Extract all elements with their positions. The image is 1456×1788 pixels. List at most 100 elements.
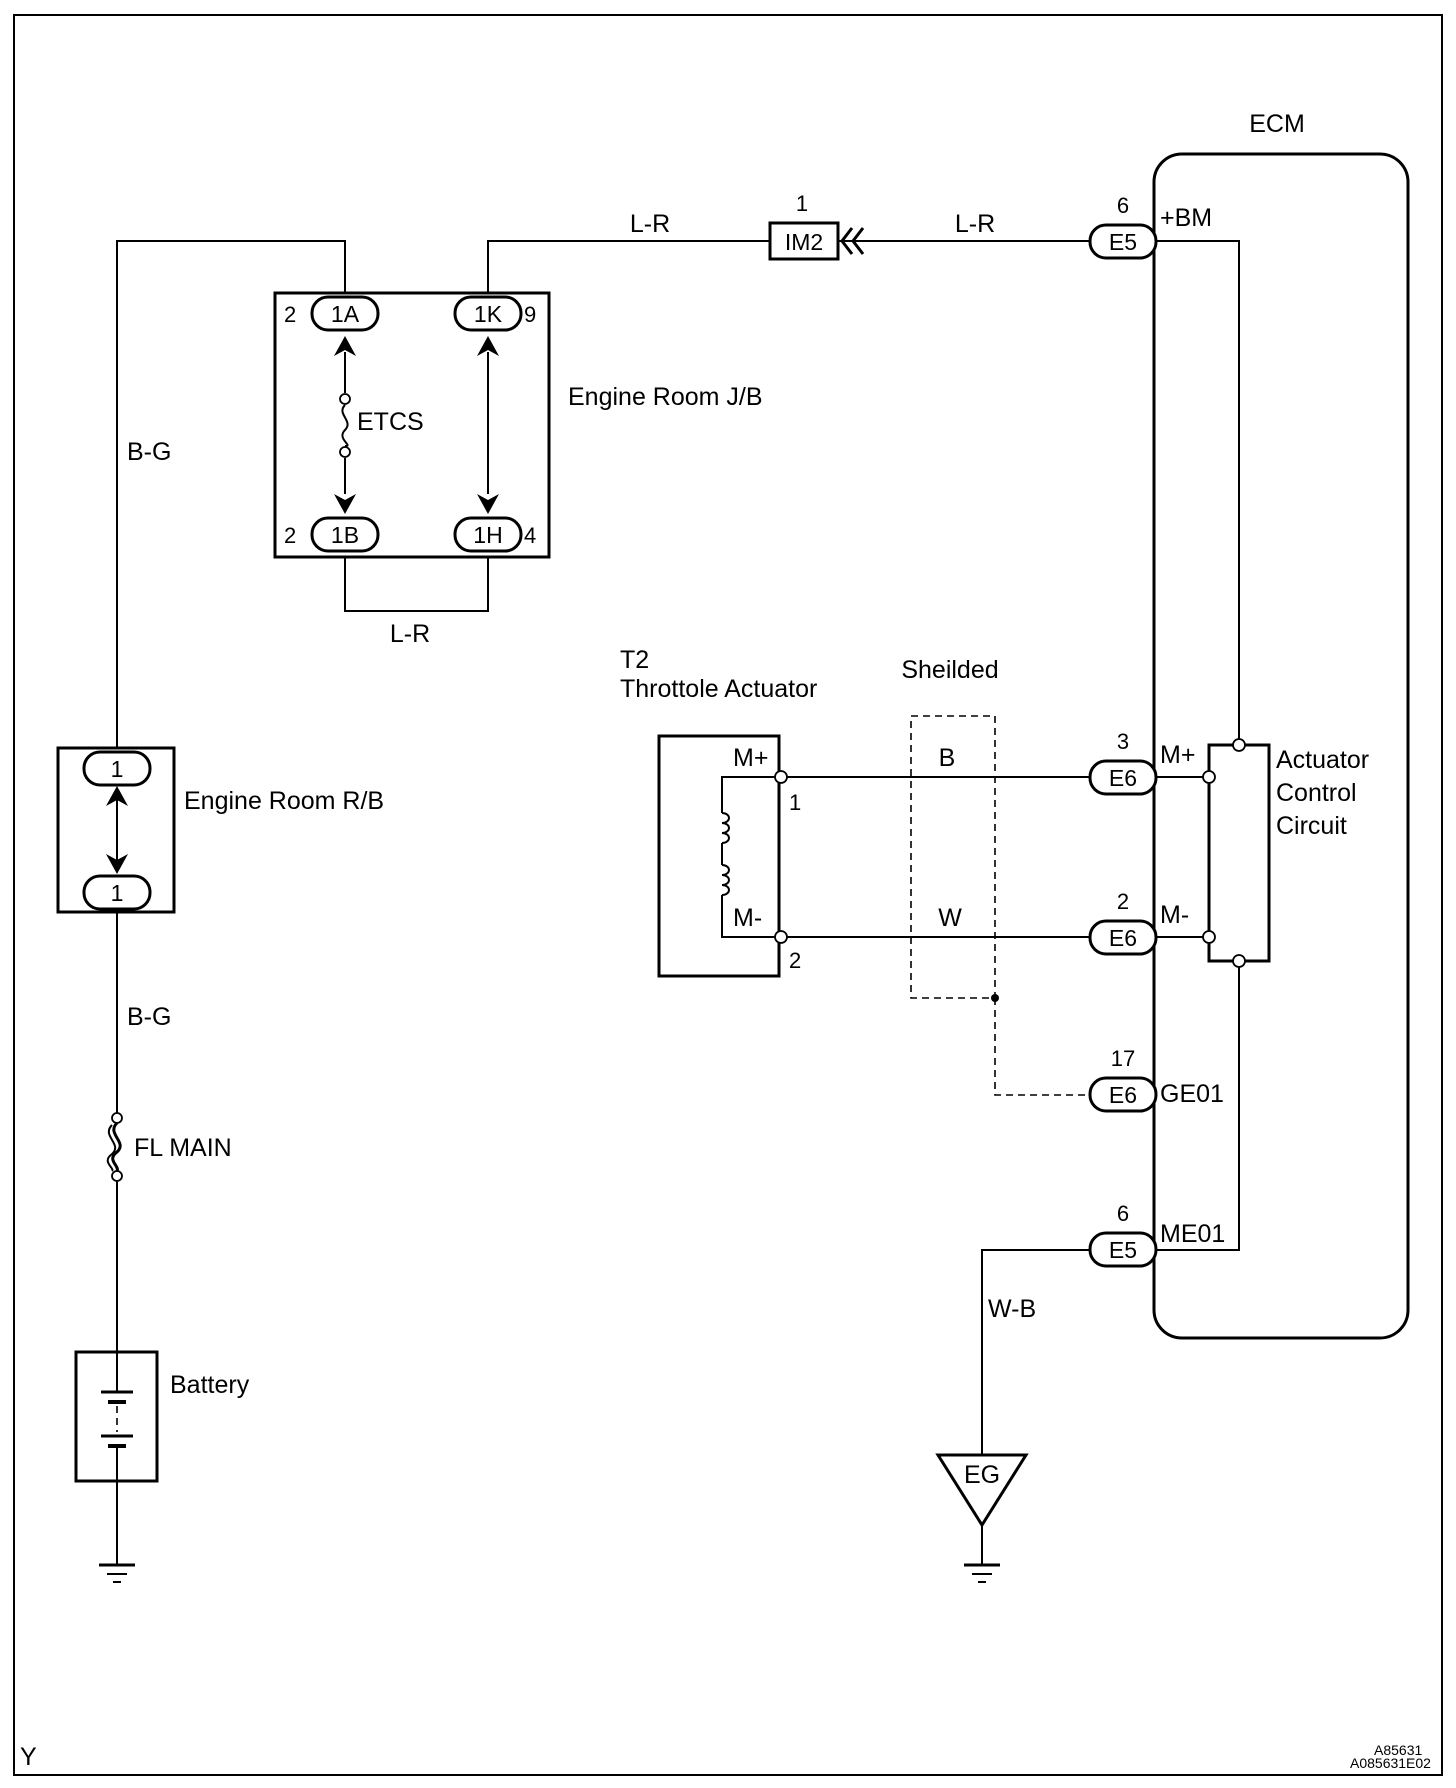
im2-connector: IM2 1 [768, 191, 865, 261]
arrow-1a-icon [334, 336, 356, 356]
acc-terminal-mminus [1202, 930, 1216, 944]
rb-connector-top-pin: 1 [111, 756, 124, 782]
actuator-m-minus: M- [733, 904, 762, 932]
connector-e5-me01-pin: 6 [1117, 1201, 1129, 1226]
fuse-etcs-terminal-bottom [339, 446, 351, 458]
fl-main-fuse-icon [111, 1121, 122, 1172]
wire-bg-top-label: B-G [127, 438, 171, 466]
connector-e6-mminus [1088, 919, 1158, 956]
actuator-control-circuit-box [1207, 743, 1271, 963]
connector-e6-mminus-name: E6 [1109, 925, 1137, 951]
figure-id-2: A085631E02 [1350, 1755, 1431, 1771]
ecm-plus-bm: +BM [1160, 204, 1212, 232]
fl-main-label: FL MAIN [134, 1134, 232, 1162]
actuator-code: T2 [620, 646, 649, 674]
connector-e5-me01-name: E5 [1109, 1237, 1137, 1263]
actuator-circuit-line2: Control [1276, 779, 1357, 807]
connector-1b-pin: 2 [284, 523, 296, 548]
connector-1h-name: 1H [473, 522, 502, 548]
rb-arrow-down-icon [106, 854, 128, 874]
wire-wb [981, 1249, 1090, 1455]
diagram-frame [13, 14, 1443, 1776]
rb-connector-bottom [82, 874, 152, 911]
connector-1a [310, 295, 380, 332]
connector-1h-pin: 4 [524, 523, 536, 548]
coil-upper-icon [721, 812, 730, 844]
ecm: ECM +BM M+ M- GE01 ME01 Actuator Control… [1152, 110, 1410, 1340]
arrow-1h-icon [477, 494, 499, 514]
wire-bg-top [116, 240, 346, 748]
wire-lr-bottom-label: L-R [390, 620, 430, 648]
im2-pin: 1 [796, 191, 808, 216]
connector-1k-pin: 9 [524, 302, 536, 327]
connector-e5-top-pin: 6 [1117, 193, 1129, 218]
rb-connector-bottom-pin: 1 [111, 880, 124, 906]
wire-w-label: W [938, 904, 962, 932]
eg-triangle [935, 1453, 1029, 1528]
fuse-etcs-label: ETCS [357, 408, 424, 436]
connector-1k-name: 1K [474, 301, 503, 327]
wire-lr-left [487, 240, 770, 313]
connector-1h [453, 516, 523, 553]
ground-point-eg: EG [935, 1453, 1029, 1528]
connector-e6-ge01 [1088, 1076, 1158, 1113]
wire-lr-bottom [344, 550, 489, 612]
shielded-label: Sheilded [901, 656, 998, 684]
fuse-etcs-icon [341, 404, 349, 447]
connector-1b-name: 1B [331, 522, 359, 548]
wire-lr-right-label: L-R [955, 210, 995, 238]
jb-label: Engine Room J/B [568, 383, 763, 411]
coil-lead-bottom [721, 895, 779, 938]
engine-room-rb: Engine Room R/B 1 1 [56, 746, 384, 914]
im2-chevron-icon [840, 227, 865, 255]
ecm-m-minus: M- [1160, 901, 1189, 929]
shield: Sheilded [901, 656, 1090, 1096]
ground-left-icon [99, 1563, 135, 1583]
actuator-box [657, 734, 781, 978]
eg-label: EG [964, 1461, 1000, 1489]
connector-e6-mplus [1088, 759, 1158, 796]
rb-label: Engine Room R/B [184, 787, 384, 815]
fl-main-terminal-bottom [111, 1170, 123, 1182]
actuator-m-plus: M+ [733, 744, 768, 772]
actuator-circuit-line1: Actuator [1276, 746, 1369, 774]
ecm-line-me01 [1156, 961, 1240, 1251]
fl-main-fuse-icon-2 [106, 1124, 117, 1172]
connector-e6-mplus-pin: 3 [1117, 729, 1129, 754]
connector-e6-ge01-name: E6 [1109, 1082, 1137, 1108]
ecm-title: ECM [1249, 110, 1305, 138]
arrow-1k-icon [477, 336, 499, 356]
figure-id-1: A85631 [1374, 1742, 1422, 1758]
wire-b-label: B [939, 744, 956, 772]
connector-e6-mplus-name: E6 [1109, 765, 1137, 791]
acc-terminal-top [1232, 738, 1246, 752]
connector-1b [310, 516, 380, 553]
im2-box [768, 221, 840, 261]
ecm-box [1152, 152, 1410, 1340]
engine-room-jb: Engine Room J/B 1A 2 1K 9 1B 2 1H 4 ETCS [273, 291, 763, 559]
fl-main-fuse: FL MAIN [106, 1112, 232, 1182]
acc-terminal-bottom [1232, 954, 1246, 968]
connector-1k [453, 295, 523, 332]
connector-e5-top [1088, 223, 1158, 260]
wire-wb-label: W-B [988, 1295, 1036, 1323]
connector-e5-me01 [1088, 1231, 1158, 1268]
jb-box [273, 291, 551, 559]
im2-name: IM2 [785, 229, 823, 255]
wires [116, 240, 1240, 1565]
actuator-pin2: 2 [789, 948, 801, 973]
ecm-m-plus: M+ [1160, 741, 1195, 769]
wire-bg-bottom-label: B-G [127, 1003, 171, 1031]
battery: Battery [74, 1350, 250, 1483]
rb-connector-top [82, 750, 152, 787]
actuator-terminal-2 [774, 930, 788, 944]
battery-label: Battery [170, 1371, 250, 1399]
throttle-actuator: T2 Throttole Actuator M+ M- 1 2 [620, 646, 817, 978]
actuator-terminal-1 [774, 770, 788, 784]
wire-lr-left-label: L-R [630, 210, 670, 238]
connector-e5-top-name: E5 [1109, 229, 1137, 255]
coil-lead-top [721, 776, 779, 813]
actuator-pin1: 1 [789, 790, 801, 815]
shield-junction-dot [991, 994, 999, 1002]
